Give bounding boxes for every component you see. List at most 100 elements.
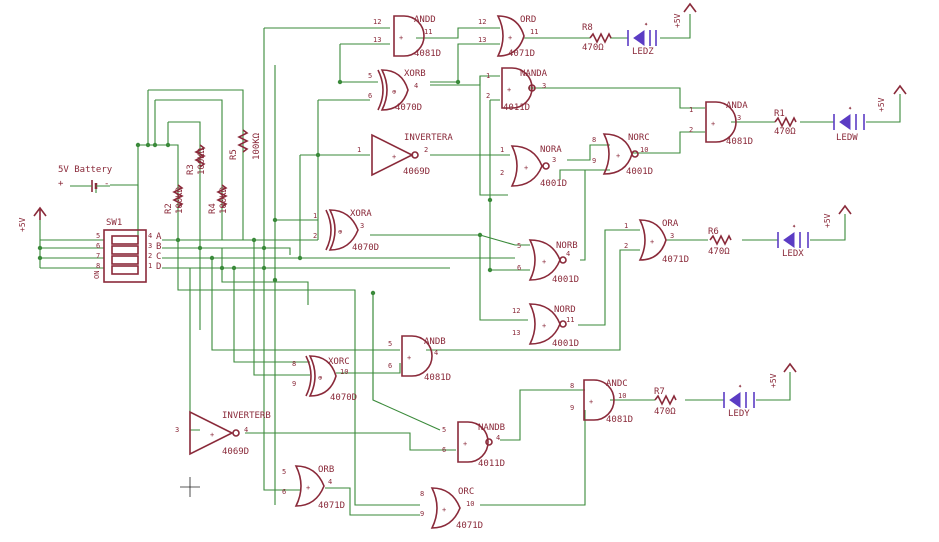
- gate-xorb: ⊕ XORB 4070D 5 6 4: [368, 69, 426, 113]
- switch-pin-l3: 7: [96, 252, 100, 260]
- switch-label: SW1: [106, 218, 122, 228]
- led-y: LEDY: [728, 409, 750, 419]
- switch-pin-l4: 8: [96, 262, 100, 270]
- switch-out-b: B: [156, 242, 161, 252]
- r2-name: R2: [164, 203, 174, 214]
- nandb-pin2: 6: [442, 446, 446, 454]
- svg-text:+: +: [542, 258, 546, 266]
- led-w: LEDW: [836, 133, 858, 143]
- switch-out-c: C: [156, 252, 161, 262]
- dip-switch: SW1 5 6 7 8 4 3 2 1 A B C D ON: [93, 218, 162, 283]
- led-x: LEDX: [782, 249, 804, 259]
- r4-name: R4: [208, 203, 218, 214]
- gate-xora: ⊕ XORA 4070D 1 2 3: [313, 209, 379, 253]
- anda-pin2: 2: [689, 126, 693, 134]
- inverterb-pin1: 3: [175, 426, 179, 434]
- nora-label: NORA: [540, 145, 562, 155]
- andc-pin1: 8: [570, 382, 574, 390]
- r4-value: 100KΩ: [219, 186, 229, 214]
- svg-text:+: +: [507, 86, 511, 94]
- gate-nora: + NORA 4001D 1 2 3: [500, 145, 567, 189]
- gate-nord: + NORD 4001D 12 13 11: [512, 303, 579, 349]
- xorb-pin3: 4: [414, 82, 418, 90]
- gate-ora: + ORA 4071D 1 2 3: [624, 219, 689, 265]
- orc-pin2: 9: [420, 510, 424, 518]
- r3-name: R3: [186, 164, 196, 175]
- nord-chip: 4001D: [552, 339, 579, 349]
- andc-chip: 4081D: [606, 415, 633, 425]
- vcc-label: +5V: [18, 217, 27, 232]
- r7-name: R7: [654, 387, 665, 397]
- nanda-chip: 4011D: [503, 103, 530, 113]
- vcc-z: +5V: [673, 13, 682, 28]
- pull-resistors: R2 100KΩ R3 100KΩ R4 100KΩ R5 100KΩ: [164, 129, 262, 214]
- output-z: R8 470Ω ✦ LEDZ +5V: [582, 2, 697, 57]
- nanda-label: NANDA: [520, 69, 548, 79]
- anda-chip: 4081D: [726, 137, 753, 147]
- gate-nandb: + NANDB 4011D 5 6 4: [442, 421, 505, 469]
- anda-pin3: 3: [737, 114, 741, 122]
- ora-pin2: 2: [624, 242, 628, 250]
- xora-pin2: 2: [313, 232, 317, 240]
- xorc-pin1: 8: [292, 360, 296, 368]
- nord-pin2: 13: [512, 329, 520, 337]
- nord-pin1: 12: [512, 307, 520, 315]
- battery-minus: -: [104, 179, 109, 189]
- vcc-w: +5V: [877, 97, 886, 112]
- nanda-pin2: 2: [486, 92, 490, 100]
- andb-pin3: 4: [434, 349, 438, 357]
- gate-nanda: + NANDA 4011D 1 2 3: [486, 67, 548, 113]
- svg-text:⊕: ⊕: [338, 228, 343, 236]
- svg-text:+: +: [442, 506, 446, 514]
- svg-text:+: +: [616, 152, 620, 160]
- gate-andc: + ANDC 4081D 8 9 10: [570, 379, 633, 425]
- norc-label: NORC: [628, 133, 650, 143]
- gate-invertera: + INVERTERA 4069D 1 2: [357, 133, 453, 177]
- r2-value: 100KΩ: [175, 186, 185, 214]
- inverterb-label: INVERTERB: [222, 411, 271, 421]
- invertera-chip: 4069D: [403, 167, 430, 177]
- gate-orc: + ORC 4071D 8 9 10: [420, 487, 483, 531]
- vcc-x: +5V: [823, 213, 832, 228]
- xorb-pin2: 6: [368, 92, 372, 100]
- xora-pin1: 1: [313, 212, 317, 220]
- switch-out-a: A: [156, 232, 162, 242]
- r5-value: 100KΩ: [252, 132, 262, 160]
- switch-on: ON: [93, 271, 101, 279]
- norb-pin2: 6: [517, 264, 521, 272]
- xorc-pin2: 9: [292, 380, 296, 388]
- andd-pin2: 13: [373, 36, 381, 44]
- ord-pin3: 11: [530, 28, 538, 36]
- svg-text:+: +: [407, 354, 411, 362]
- nandb-label: NANDB: [478, 423, 505, 433]
- output-w: R1 470Ω ✦ LEDW +5V: [774, 84, 907, 143]
- nord-label: NORD: [554, 305, 576, 315]
- invertera-pin2: 2: [424, 146, 428, 154]
- switch-pin-r4: 1: [148, 262, 152, 270]
- nord-pin3: 11: [566, 316, 574, 324]
- xora-pin3: 3: [360, 222, 364, 230]
- ora-chip: 4071D: [662, 255, 689, 265]
- vcc-y: +5V: [769, 373, 778, 388]
- inverterb-chip: 4069D: [222, 447, 249, 457]
- orc-pin1: 8: [420, 490, 424, 498]
- ora-pin1: 1: [624, 222, 628, 230]
- ora-pin3: 3: [670, 232, 674, 240]
- svg-text:+: +: [392, 153, 396, 161]
- norc-chip: 4001D: [626, 167, 653, 177]
- gate-andb: + ANDB 4081D 5 6 4: [388, 335, 451, 383]
- gate-xorc: ⊕ XORC 4070D 8 9 10: [292, 355, 357, 403]
- orb-pin3: 4: [328, 478, 332, 486]
- xorb-label: XORB: [404, 69, 426, 79]
- svg-text:⊕: ⊕: [318, 374, 323, 382]
- r8-name: R8: [582, 23, 593, 33]
- orb-chip: 4071D: [318, 501, 345, 511]
- norb-label: NORB: [556, 241, 578, 251]
- ord-chip: 4071D: [508, 49, 535, 59]
- orb-pin1: 5: [282, 468, 286, 476]
- invertera-label: INVERTERA: [404, 133, 453, 143]
- switch-pin-l2: 6: [96, 242, 100, 250]
- nora-pin2: 2: [500, 169, 504, 177]
- battery-label: 5V Battery: [58, 165, 113, 175]
